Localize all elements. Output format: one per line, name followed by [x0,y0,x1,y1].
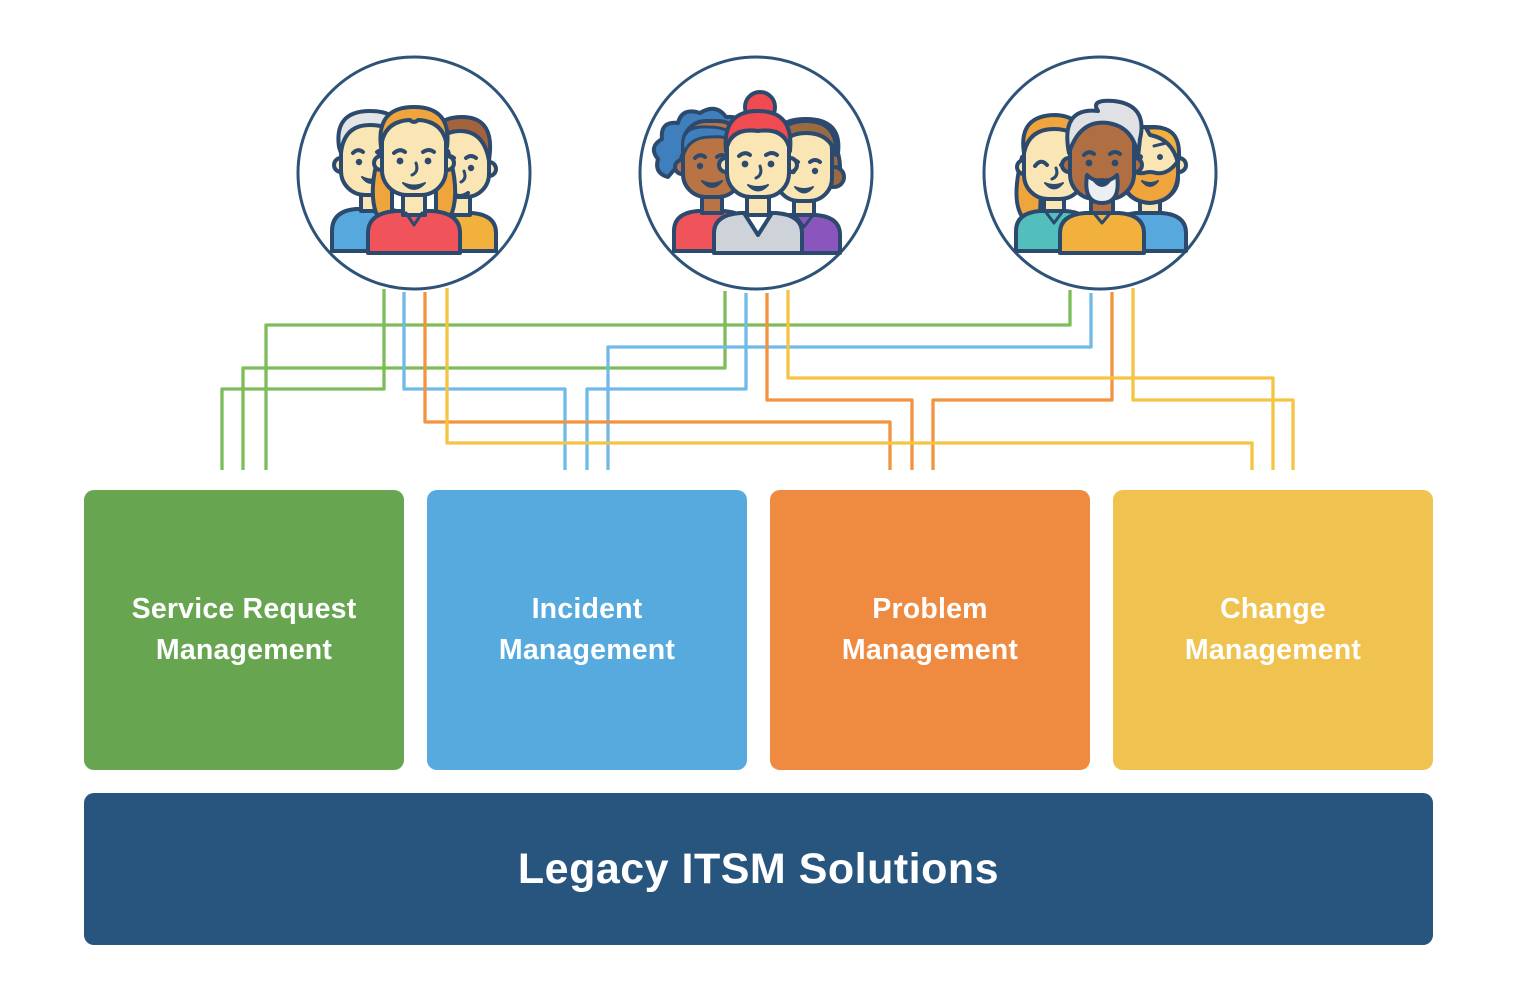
legacy-itsm-bar: Legacy ITSM Solutions [84,793,1433,945]
users-group-icon [296,55,532,291]
connector-green-user-group-3-to-service-request-management [264,290,1072,470]
box-label-line2: Management [1184,634,1362,666]
box-label-line2: Management [155,634,333,666]
user-group-2 [636,53,876,293]
box-problem-management: Problem Management [770,490,1090,770]
user-group-3 [980,53,1220,293]
box-label-line1: Incident [531,593,643,625]
person-red-bun-gray-jacket [712,90,804,255]
box-label-line2: Management [841,634,1019,666]
box-label-line1: Change [1220,593,1326,625]
box-label-line1: Service Request [131,593,357,625]
connector-blue-user-group-2-to-incident-management [585,293,748,470]
box-incident-management: Incident Management [427,490,747,770]
connector-yellow-user-group-2-to-change-management [786,290,1275,470]
person-orange-hair-red-shirt [366,105,462,255]
users-group-icon [982,55,1218,291]
connector-green-user-group-2-to-service-request-management [241,291,727,470]
connector-blue-user-group-1-to-incident-management [402,292,567,470]
connector-orange-user-group-3-to-problem-management [931,292,1114,470]
connector-green-user-group-1-to-service-request-management [220,289,386,470]
connector-blue-user-group-3-to-incident-management [606,293,1093,470]
connector-orange-user-group-1-to-problem-management [423,292,892,470]
box-change-management: Change Management [1113,490,1433,770]
user-group-1 [294,53,534,293]
box-service-request-management: Service Request Management [84,490,404,770]
connector-yellow-user-group-1-to-change-management [445,288,1254,470]
connector-orange-user-group-2-to-problem-management [765,293,914,470]
legacy-itsm-bar-label: Legacy ITSM Solutions [517,844,1000,893]
connector-yellow-user-group-3-to-change-management [1131,288,1295,470]
users-group-icon [638,55,874,291]
person-gray-hair-goatee-yellow-shirt [1058,98,1146,255]
box-label-line2: Management [498,634,676,666]
management-box-row: Service Request Management Incident Mana… [0,490,1515,770]
box-label-line1: Problem [872,593,988,625]
